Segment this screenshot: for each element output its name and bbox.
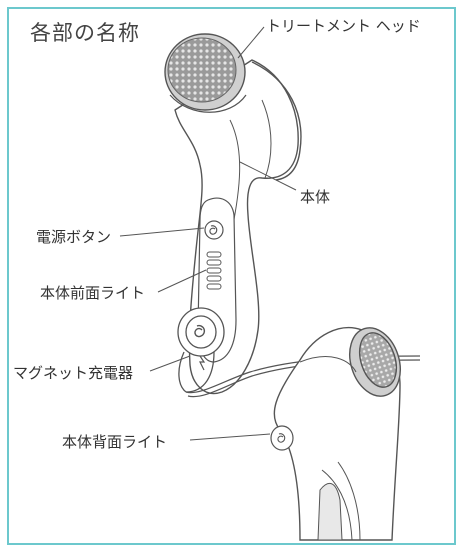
device-rear-view (270, 326, 401, 541)
label-treatment-head: トリートメント ヘッド (266, 17, 421, 35)
front-light-bars (206, 251, 222, 290)
label-body: 本体 (300, 188, 331, 206)
label-power-button: 電源ボタン (36, 228, 112, 246)
leader-front-light (157, 269, 207, 293)
leader-body (239, 161, 297, 191)
power-button-graphic (204, 220, 224, 240)
label-back-light: 本体背面ライト (62, 433, 168, 451)
treatment-head (164, 33, 247, 113)
leader-back-light (189, 433, 271, 441)
leader-head (237, 26, 265, 59)
leader-charger (149, 355, 191, 372)
leader-lines (119, 26, 297, 441)
leader-power (119, 227, 205, 237)
page-title: 各部の名称 (30, 21, 140, 45)
label-front-light: 本体前面ライト (40, 284, 146, 302)
label-magnetic-charger: マグネット充電器 (13, 364, 134, 382)
